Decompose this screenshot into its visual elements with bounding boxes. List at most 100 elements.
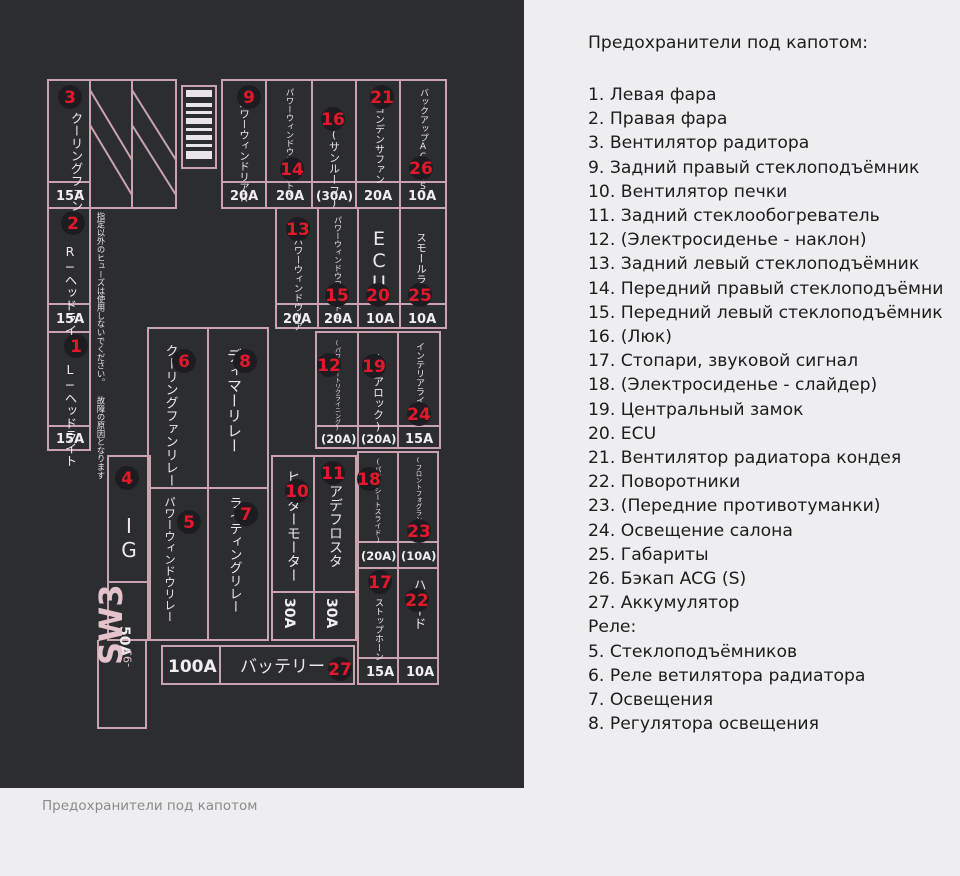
fuse-15-label: パワーウィンドウフロントL bbox=[334, 216, 343, 321]
image-caption: Предохранители под капотом bbox=[42, 798, 258, 814]
relay-8-label: ディマーリレー bbox=[225, 348, 243, 453]
number-disc-f26 bbox=[409, 156, 433, 180]
legend-item: 19. Центральный замок bbox=[588, 399, 804, 420]
fuse-18-label: (パワーシートスライド) bbox=[374, 458, 382, 544]
fuse-1-label: L−ヘッドライト bbox=[63, 362, 78, 467]
fuse-number-f21: 21 bbox=[370, 88, 394, 108]
legend-item: 16. (Люк) bbox=[588, 327, 672, 348]
number-disc-f16 bbox=[321, 107, 345, 131]
rating-f9: 20A bbox=[230, 189, 258, 204]
legend-item: 3. Вентилятор радитора bbox=[588, 133, 810, 154]
fuse-number-f16: 16 bbox=[321, 110, 345, 130]
legend-item: 22. Поворотники bbox=[588, 472, 741, 493]
number-disc-f3 bbox=[58, 85, 82, 109]
legend-item: 20. ECU bbox=[588, 423, 657, 444]
fuse-number-f19: 19 bbox=[362, 357, 386, 377]
legend-item: 26. Бэкап ACG (S) bbox=[588, 569, 747, 590]
fuse-20-label: ECU bbox=[368, 228, 390, 294]
legend-item: 7. Освещения bbox=[588, 690, 714, 711]
number-disc-f23 bbox=[407, 519, 431, 543]
rating-f16: (30A) bbox=[316, 189, 353, 203]
number-disc-r5 bbox=[177, 510, 201, 534]
relay-5-label: パワーウィンドウリレー bbox=[163, 496, 177, 623]
number-disc-f17 bbox=[368, 570, 392, 594]
rating-f2: 15A bbox=[56, 312, 84, 327]
legend-item: 25. Габариты bbox=[588, 544, 709, 565]
legend: Предохранители под капотом: 1. Левая фар… bbox=[588, 33, 943, 736]
rating-f17: 15A bbox=[366, 665, 394, 680]
legend-item: 18. (Электросиденье - слайдер) bbox=[588, 375, 878, 396]
fuse-number-f23: 23 bbox=[407, 522, 431, 542]
fuse-3-label: クーリングファン bbox=[69, 112, 84, 212]
fuse-box-diagram: クーリングファン R−ヘッドライト L−ヘッドライト パワーウィンドリアR パワ… bbox=[47, 79, 447, 729]
number-disc-f15 bbox=[325, 283, 349, 307]
fuse-number-r7: 7 bbox=[240, 505, 252, 525]
fuse-2-label: R−ヘッドライト bbox=[63, 244, 78, 349]
rating-f3: 15A bbox=[56, 189, 84, 204]
number-disc-f27 bbox=[328, 657, 352, 681]
relay-7-label: ライティングリレー bbox=[227, 496, 243, 613]
fuse-17-label: ストップホーン bbox=[373, 598, 384, 661]
fuse-21-label: コンデンサファン bbox=[373, 104, 385, 184]
fuse-number-f15: 15 bbox=[325, 286, 349, 306]
legend-item: 23. (Передние противотуманки) bbox=[588, 496, 881, 517]
fuse-number-f18: 18 bbox=[357, 470, 381, 490]
fuse-number-f14: 14 bbox=[280, 160, 304, 180]
legend-list: 1. Левая фара 2. Правая фара 3. Вентилятор… bbox=[588, 83, 943, 736]
legend-item: 8. Регулятора освещения bbox=[588, 714, 819, 735]
fuse-number-r5: 5 bbox=[183, 513, 195, 533]
number-disc-f22 bbox=[405, 588, 429, 612]
fuse-23-label: (フロントフォグランプ) bbox=[414, 456, 422, 537]
rating-f14: 20A bbox=[276, 189, 304, 204]
number-disc-f11 bbox=[321, 461, 345, 485]
board-code: SW3 bbox=[92, 584, 130, 665]
rating-f24: 15A bbox=[405, 432, 433, 447]
number-disc-f2 bbox=[61, 211, 85, 235]
number-disc-f20 bbox=[366, 283, 390, 307]
fuse-27-label: バッテリー bbox=[240, 657, 325, 677]
fuse-number-f22: 22 bbox=[405, 591, 429, 611]
number-disc-r8 bbox=[233, 349, 257, 373]
legend-item: 2. Правая фара bbox=[588, 109, 728, 130]
warning-notice: 指定以外のヒューズは使用しないでください。 故障の原因となります bbox=[96, 211, 106, 479]
rating-f23: (10A) bbox=[401, 549, 436, 563]
legend-item: 1. Левая фара bbox=[588, 85, 717, 105]
fuse-number-f17: 17 bbox=[368, 573, 392, 593]
fuse-number-f4: 4 bbox=[121, 469, 133, 489]
legend-item: 17. Стопари, звуковой сигнал bbox=[588, 351, 859, 372]
rating-f12: (20A) bbox=[321, 432, 356, 446]
fuse-14-label: パワーウィンドウフロントR bbox=[284, 88, 294, 200]
rating-f11: 30A bbox=[323, 598, 339, 628]
fuse-13-label: パワーウィンドウリア bbox=[292, 236, 304, 331]
legend-item: 11. Задний стеклообогреватель bbox=[588, 206, 880, 227]
rating-f25: 10A bbox=[408, 312, 436, 327]
number-disc-f9 bbox=[237, 85, 261, 109]
fuse-12-label: (パワーシートリクライニング) bbox=[334, 340, 341, 432]
rating-f1: 15A bbox=[56, 432, 84, 447]
legend-item: 15. Передний левый стеклоподъёмник bbox=[588, 302, 943, 323]
number-disc-f25 bbox=[408, 283, 432, 307]
legend-item: 9. Задний правый стеклоподъёмник bbox=[588, 157, 920, 178]
fuse-11-label: リアデフロスタ bbox=[327, 470, 343, 568]
legend-item: Реле: bbox=[588, 617, 637, 638]
legend-item: 14. Передний правый стеклоподъёмни bbox=[588, 278, 944, 299]
number-disc-r7 bbox=[234, 502, 258, 526]
number-disc-f1 bbox=[64, 334, 88, 358]
rating-f19: (20A) bbox=[361, 432, 396, 446]
fuse-number-f24: 24 bbox=[407, 405, 431, 425]
legend-item: 12. (Электросиденье - наклон) bbox=[588, 230, 867, 251]
number-disc-f4 bbox=[115, 466, 139, 490]
fuse-number-f25: 25 bbox=[408, 286, 432, 306]
fuse-4-label: IG bbox=[117, 514, 141, 562]
relay-6-label: クーリングファンリレー bbox=[163, 344, 179, 487]
number-disc-f14 bbox=[280, 157, 304, 181]
fuse-number-f1: 1 bbox=[70, 337, 82, 357]
rating-f26: 10A bbox=[408, 189, 436, 204]
fuse-number-f2: 2 bbox=[67, 214, 79, 234]
fuse-16-label: (サンルーフ) bbox=[328, 128, 341, 209]
fuse-box-photo: クーリングファン R−ヘッドライト L−ヘッドライト パワーウィンドリアR パワ… bbox=[0, 0, 524, 788]
legend-title: Предохранители под капотом: bbox=[588, 33, 869, 53]
number-disc-f24 bbox=[407, 402, 431, 426]
rating-f21: 20A bbox=[364, 189, 392, 204]
